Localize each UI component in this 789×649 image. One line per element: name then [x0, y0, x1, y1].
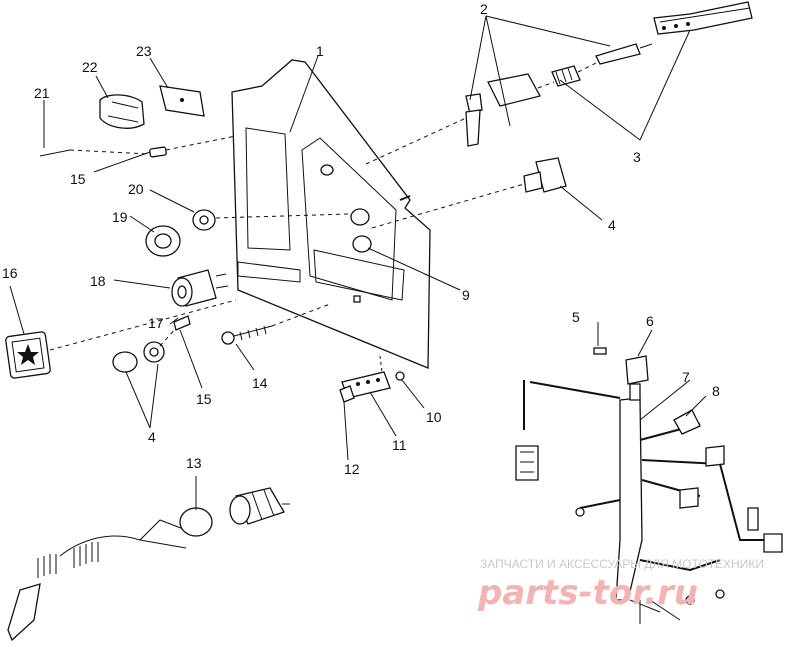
callout-8: 8 [712, 383, 720, 399]
callout-22: 22 [82, 59, 98, 75]
leader-lines [9, 15, 707, 510]
callout-9: 9 [462, 287, 470, 303]
wiring-harness [515, 347, 783, 624]
callout-3: 3 [633, 149, 641, 165]
callout-4-left: 4 [148, 429, 156, 445]
callout-7: 7 [682, 369, 690, 385]
callout-18: 18 [90, 273, 106, 289]
callout-15-top: 15 [70, 171, 86, 187]
tether-cord [7, 487, 290, 642]
callout-14: 14 [252, 375, 268, 391]
washer-nut [145, 209, 351, 257]
callout-23: 23 [136, 43, 152, 59]
ignition-switch [171, 269, 229, 307]
toggle-switch [371, 157, 567, 229]
callout-16: 16 [2, 265, 18, 281]
callout-2: 2 [480, 1, 488, 17]
callout-12: 12 [344, 461, 360, 477]
callout-11: 11 [392, 437, 407, 453]
dash-panel [231, 59, 431, 369]
screw-upper [39, 135, 237, 158]
callout-15-bottom: 15 [196, 391, 212, 407]
watermark-tagline: ЗАПЧАСТИ И АКСЕССУАРЫ ДЛЯ МОТОТЕХНИКИ [480, 557, 764, 571]
bracket-assembly [99, 85, 205, 129]
lamp-sockets [112, 315, 191, 373]
screw-lower [221, 303, 331, 345]
callout-1: 1 [316, 43, 324, 59]
callout-10: 10 [426, 409, 442, 425]
callout-19: 19 [112, 209, 128, 225]
callout-6: 6 [646, 313, 654, 329]
callout-20: 20 [128, 181, 144, 197]
watermark-brand: parts-tor.ru [477, 573, 698, 613]
callout-17: 17 [148, 315, 164, 331]
indicator-light [5, 299, 237, 379]
callout-21: 21 [34, 85, 50, 101]
callout-labels: 1 2 3 4 4 5 6 7 8 9 10 11 12 13 14 15 15… [2, 1, 720, 477]
callout-5: 5 [572, 309, 580, 325]
callout-4-right: 4 [608, 217, 616, 233]
terminal-block [339, 355, 405, 403]
callout-13: 13 [186, 455, 202, 471]
watermark: ЗАПЧАСТИ И АКСЕССУАРЫ ДЛЯ МОТОТЕХНИКИ pa… [477, 557, 764, 613]
switch-assembly [365, 1, 753, 165]
